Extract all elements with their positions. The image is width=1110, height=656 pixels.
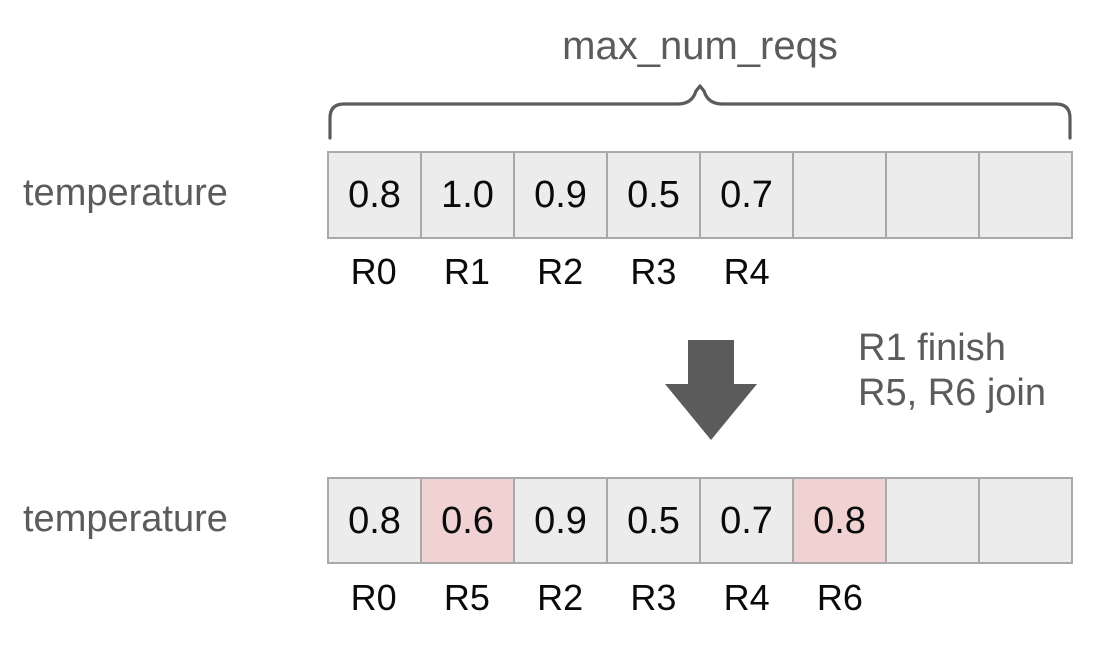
slot-cell-empty[interactable] [980,153,1071,237]
slot-cell-empty[interactable] [980,479,1071,562]
capacity-label: max_num_reqs [562,24,838,68]
request-id-label: R0 [350,577,397,618]
slot-cell[interactable]: 1.0 [422,153,515,237]
request-id-row-after: R0 R5 R2 R3 R4 R6 [327,578,1073,618]
temperature-grid-before: 0.8 1.0 0.9 0.5 0.7 [327,151,1073,239]
down-arrow-icon [665,340,757,440]
request-id-label: R1 [443,251,490,292]
transition-note: R1 finish R5, R6 join [858,326,1046,416]
capacity-brace-icon [328,84,1072,140]
request-id-label [980,578,1073,618]
row-label-temperature-before: temperature [23,172,228,214]
slot-cell[interactable]: 0.7 [701,153,794,237]
request-id-label [887,578,980,618]
slot-cell-highlighted[interactable]: 0.6 [422,479,515,562]
request-id-label [980,252,1073,292]
temperature-grid-after: 0.8 0.6 0.9 0.5 0.7 0.8 [327,477,1073,564]
request-id-label: R3 [630,251,677,292]
slot-cell-empty[interactable] [794,153,887,237]
slot-cell[interactable]: 0.8 [329,479,422,562]
slot-cell-empty[interactable] [887,479,980,562]
request-id-label: R2 [537,577,584,618]
slot-cell[interactable]: 0.5 [608,479,701,562]
request-id-label: R4 [723,577,770,618]
slot-cell-empty[interactable] [887,153,980,237]
request-id-row-before: R0 R1 R2 R3 R4 [327,252,1073,292]
request-id-label [793,252,886,292]
slot-cell-highlighted[interactable]: 0.8 [794,479,887,562]
slot-cell[interactable]: 0.8 [329,153,422,237]
request-id-label: R0 [350,251,397,292]
slot-cell[interactable]: 0.7 [701,479,794,562]
request-id-label [887,252,980,292]
transition-note-line-1: R1 finish [858,327,1006,369]
request-id-label: R5 [443,577,490,618]
request-id-label: R2 [537,251,584,292]
request-id-label: R4 [723,251,770,292]
request-id-label: R6 [816,577,863,618]
transition-note-line-2: R5, R6 join [858,371,1046,414]
slot-cell[interactable]: 0.9 [515,153,608,237]
slot-cell[interactable]: 0.5 [608,153,701,237]
request-id-label: R3 [630,577,677,618]
row-label-temperature-after: temperature [23,498,228,540]
slot-cell[interactable]: 0.9 [515,479,608,562]
